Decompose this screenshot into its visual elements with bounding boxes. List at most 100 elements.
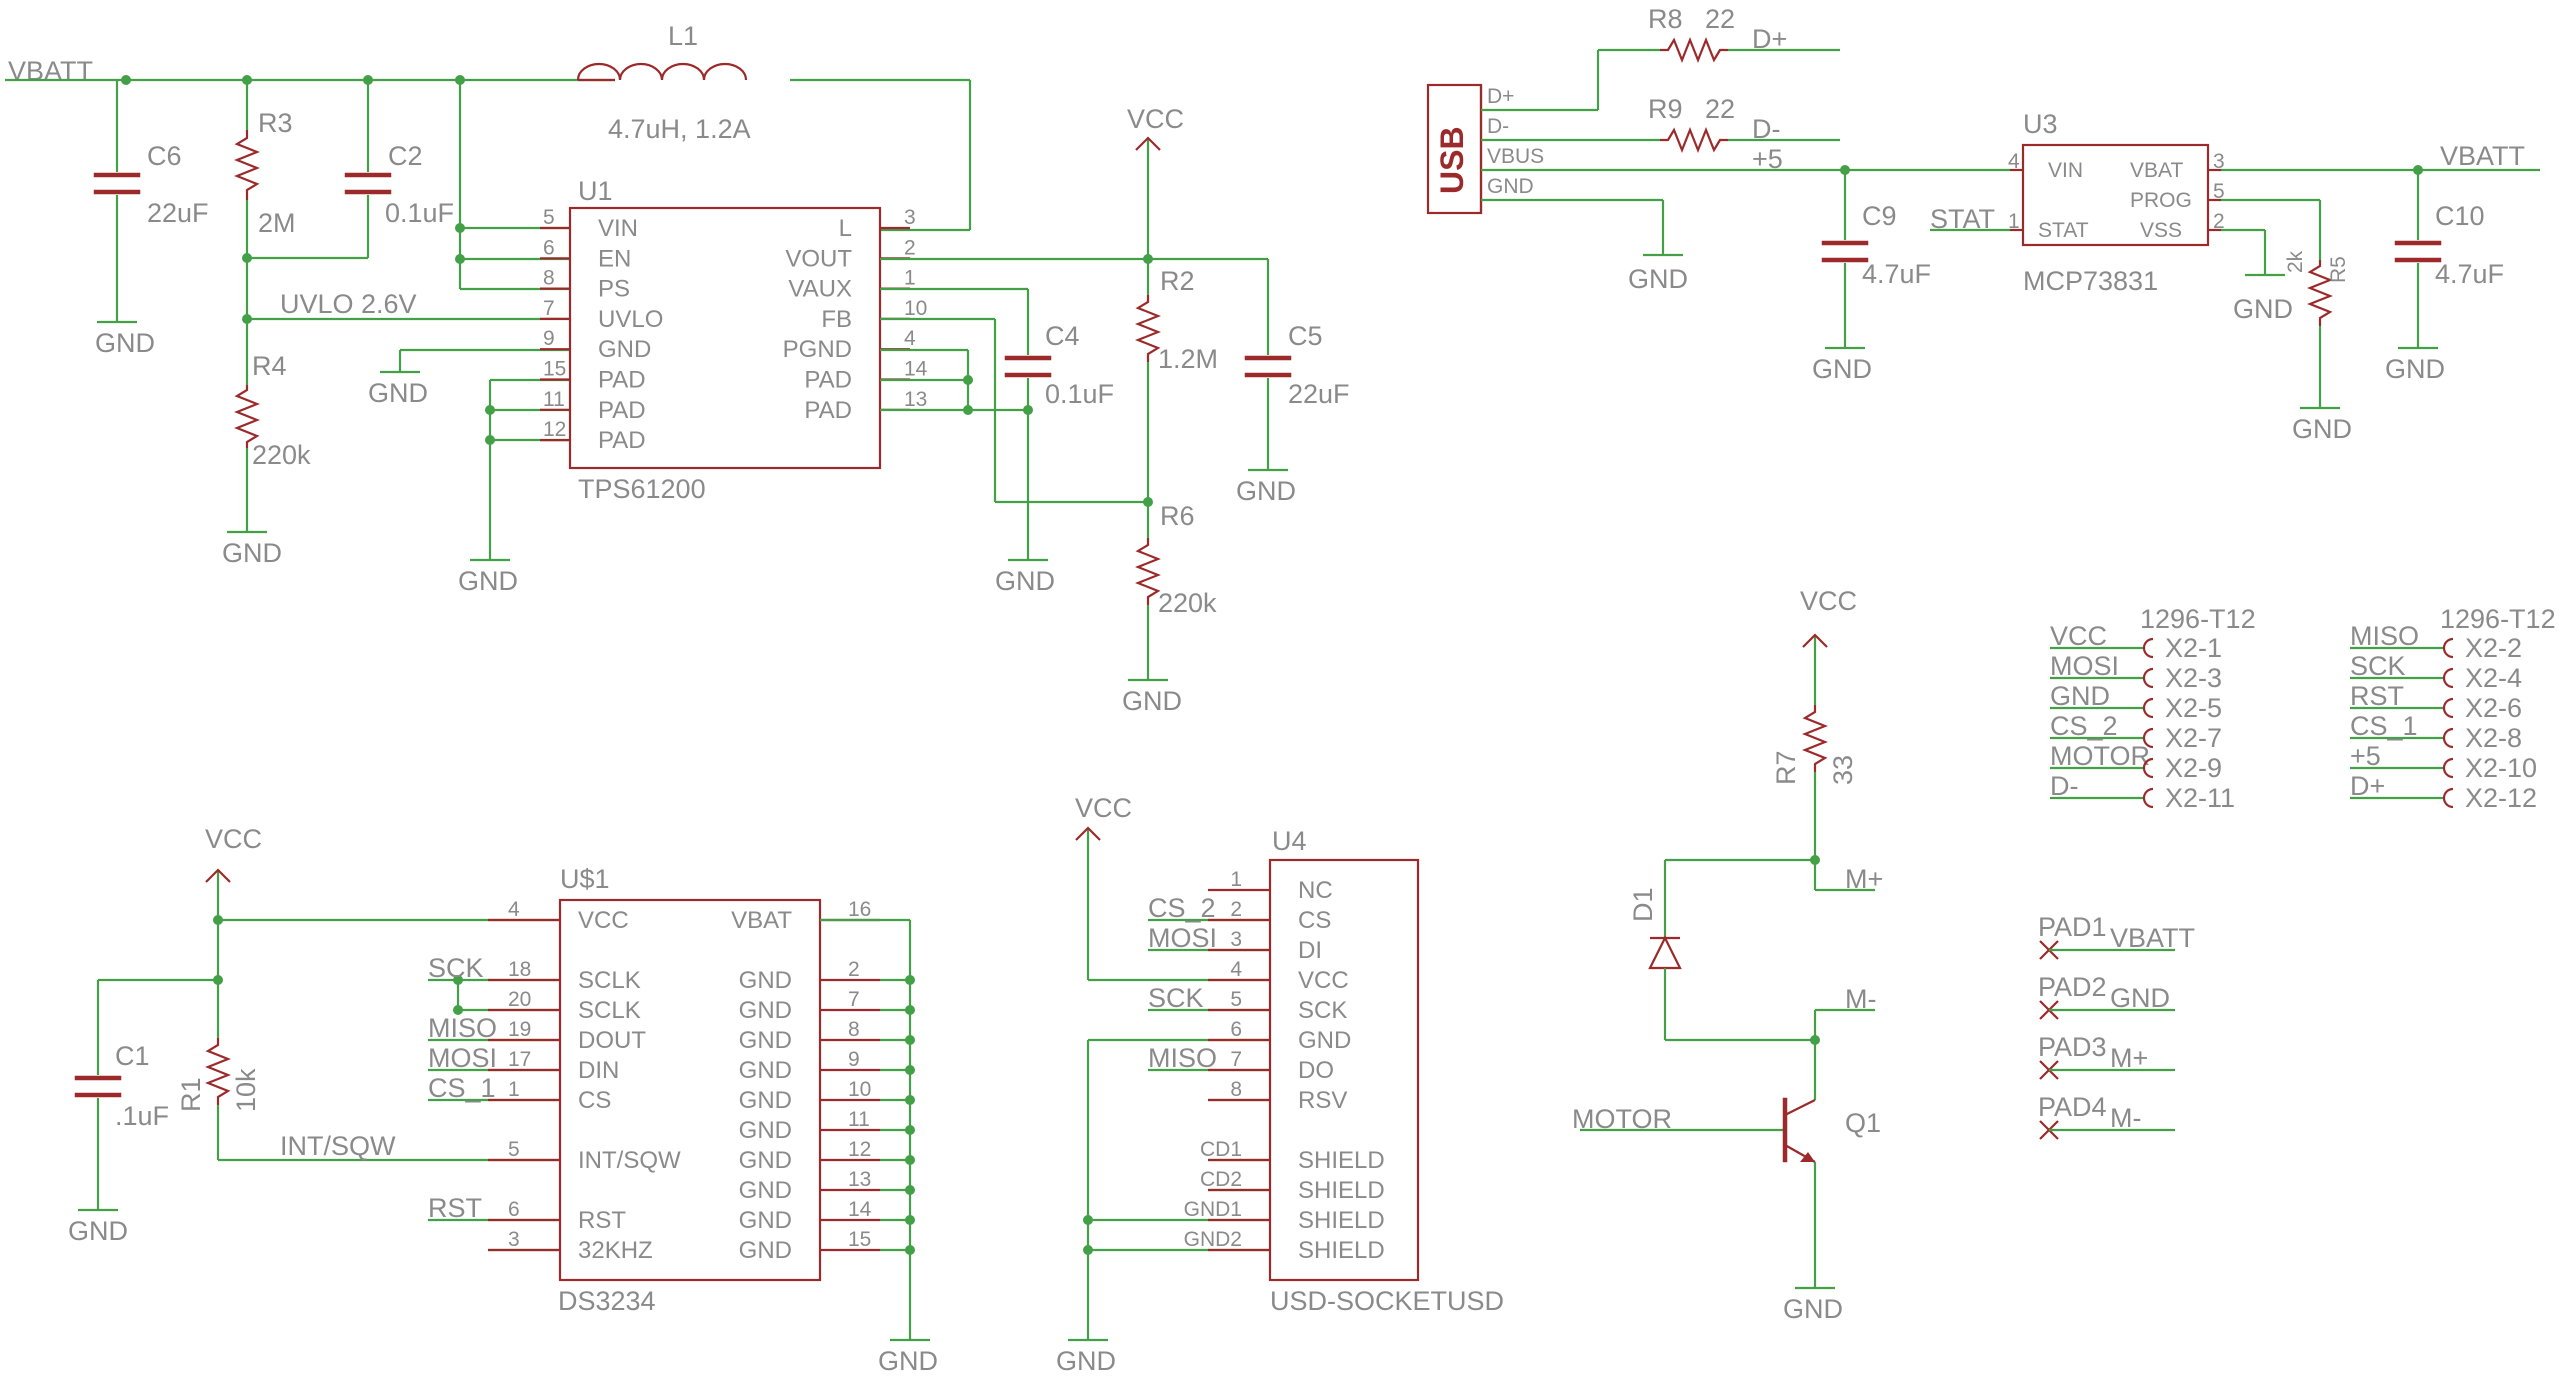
header-pin-socket xyxy=(2442,697,2454,719)
u4-pin-name: DO xyxy=(1298,1057,1334,1084)
resistor-r7: R7 33 xyxy=(1771,705,1858,860)
u1-pin-name: PAD xyxy=(598,367,646,394)
u4-pin-num: GND1 xyxy=(1184,1198,1242,1221)
us1-gnd-junction xyxy=(905,1005,915,1015)
us1-gnd-junction xyxy=(905,1215,915,1225)
us1-pin-num: 7 xyxy=(848,988,860,1011)
us1-pin-name: VCC xyxy=(578,907,629,934)
header-pin-socket xyxy=(2142,757,2154,779)
u1-pin-name: VAUX xyxy=(788,276,852,303)
ic-u3-mcp73831: U3 MCP73831 4 VIN 1 STAT 3 VBAT 5 PROG 2… xyxy=(2008,109,2225,296)
u1-pin-name: GND xyxy=(598,336,651,363)
us1-pin-num: 4 xyxy=(508,898,520,921)
r8-name: R8 xyxy=(1648,4,1683,34)
u4-name: U4 xyxy=(1272,826,1307,856)
net-label-vbatt-u3: VBATT xyxy=(2440,141,2525,171)
header-net-label: D+ xyxy=(2350,771,2385,801)
l1-value: 4.7uH, 1.2A xyxy=(608,114,751,144)
r5-value: 2k xyxy=(2284,250,2307,273)
gnd-rtc: GND xyxy=(878,1346,938,1376)
net-label-sck-usd: SCK xyxy=(1148,983,1204,1013)
gnd-usd: GND xyxy=(1056,1346,1116,1376)
u1-name: U1 xyxy=(578,176,613,206)
capacitor-c9: GND C9 4.7uF xyxy=(1812,170,1931,384)
resistor-r8: R8 22 D+ xyxy=(1648,4,1840,63)
u4-pin-num: 6 xyxy=(1230,1018,1242,1041)
usb-charger-section: USB D+ D- VBUS GND GND R8 22 D+ R9 22 xyxy=(1426,4,2540,444)
us1-pin-num: 5 xyxy=(508,1138,520,1161)
u4-pin-name: SHIELD xyxy=(1298,1177,1385,1204)
header-pin-socket xyxy=(2442,727,2454,749)
u4-pin-name: CS xyxy=(1298,907,1331,934)
u1-pin-name: VOUT xyxy=(785,245,852,272)
net-label-plus5: +5 xyxy=(1752,144,1783,174)
u1-pin-name: PAD xyxy=(804,397,852,424)
u3-pin1-num: 1 xyxy=(2008,210,2020,233)
us1-gnd-junction xyxy=(905,1185,915,1195)
resistor-r5: GND R5 2k xyxy=(2284,250,2352,444)
header-net-label: MOTOR xyxy=(2050,741,2150,771)
u3-value: MCP73831 xyxy=(2023,266,2158,296)
us1-pin-num: 11 xyxy=(848,1108,870,1131)
header-net-label: RST xyxy=(2350,681,2404,711)
header-pin-label: X2-4 xyxy=(2465,663,2522,693)
u1-pin-num: 2 xyxy=(904,236,916,259)
us1-pin-name: DIN xyxy=(578,1057,619,1084)
c2-value: 0.1uF xyxy=(385,198,454,228)
u4-pin-name: SHIELD xyxy=(1298,1147,1385,1174)
r7-name: R7 xyxy=(1771,750,1801,785)
vcc-label-u1: VCC xyxy=(1127,104,1184,134)
usb-pin-gnd: GND xyxy=(1487,175,1534,198)
gnd-q1: GND xyxy=(1783,1294,1843,1324)
us1-gnd-junction xyxy=(905,1095,915,1105)
net-label-dminus-r9: D- xyxy=(1752,114,1781,144)
c9-name: C9 xyxy=(1862,201,1897,231)
usb-pin-dplus: D+ xyxy=(1487,85,1514,108)
us1-pin-num: 19 xyxy=(508,1018,531,1041)
header-pin-socket xyxy=(2142,787,2154,809)
q1-name: Q1 xyxy=(1845,1108,1881,1138)
gnd-u1-pads: GND xyxy=(458,566,518,596)
r3-value: 2M xyxy=(258,208,296,238)
header-pin-socket xyxy=(2142,727,2154,749)
net-label-uvlo: UVLO 2.6V xyxy=(280,289,417,319)
u3-pin4-num: 4 xyxy=(2008,150,2020,173)
r1-name: R1 xyxy=(176,1077,206,1112)
us1-pin-num: 18 xyxy=(508,958,531,981)
us1-gnd-junction xyxy=(905,975,915,985)
gnd-c5: GND xyxy=(1236,476,1296,506)
us1-pin-name: GND xyxy=(739,1147,792,1174)
header-pin-label: X2-9 xyxy=(2165,753,2222,783)
net-label-motor-q1: MOTOR xyxy=(1572,1104,1672,1134)
u1-value: TPS61200 xyxy=(578,474,706,504)
u1-pin-num: 4 xyxy=(904,327,916,350)
us1-pin-name: GND xyxy=(739,1177,792,1204)
gnd-c4: GND xyxy=(995,566,1055,596)
diode-d1: D1 xyxy=(1628,860,1682,1040)
gnd-c10: GND xyxy=(2385,354,2445,384)
resistor-r9: R9 22 D- xyxy=(1648,94,1840,153)
us1-pin-name: 32KHZ xyxy=(578,1237,653,1264)
r8-value: 22 xyxy=(1705,4,1735,34)
u1-pin-name: PGND xyxy=(783,336,852,363)
us1-gnd-junction xyxy=(905,1155,915,1165)
pad-name: PAD3 xyxy=(2038,1032,2107,1062)
us1-pin-num: 15 xyxy=(848,1228,871,1251)
u4-pin-num: 1 xyxy=(1230,868,1242,891)
header-net-label: VCC xyxy=(2050,621,2107,651)
net-label-miso-rtc: MISO xyxy=(428,1013,497,1043)
pad-name: PAD1 xyxy=(2038,912,2107,942)
r2-value: 1.2M xyxy=(1158,344,1218,374)
c9-value: 4.7uF xyxy=(1862,259,1931,289)
u1-pin-name: FB xyxy=(821,306,852,333)
c6-value: 22uF xyxy=(147,198,209,228)
us1-value: DS3234 xyxy=(558,1286,656,1316)
us1-pin-name: GND xyxy=(739,1237,792,1264)
